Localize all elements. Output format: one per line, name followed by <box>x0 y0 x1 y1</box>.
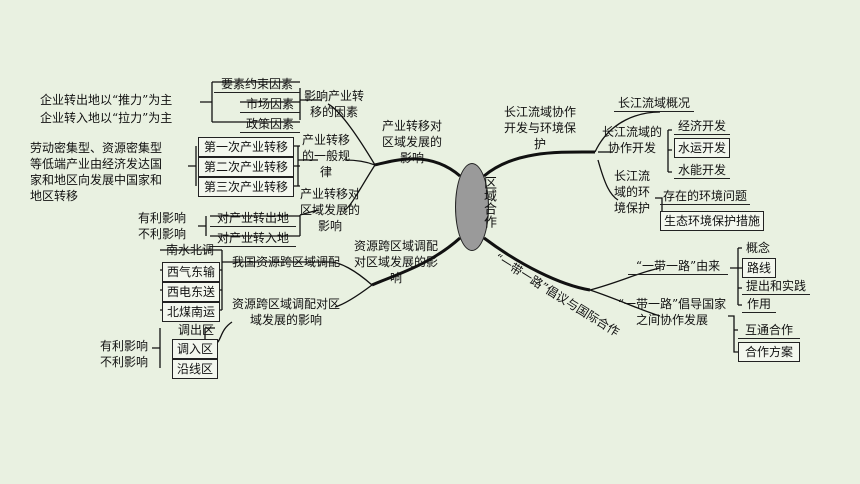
factor-note: 企业转出地以“推力”为主 <box>40 93 173 107</box>
coop-item: 经济开发 <box>674 118 730 135</box>
impact-item: 对产业转入地 <box>210 230 296 247</box>
factor-item: 市场因素 <box>240 96 300 113</box>
env-item: 生态环境保护措施 <box>660 211 764 231</box>
env-title: 长江流域的环境保护 <box>613 169 650 215</box>
law-item: 第一次产业转移 <box>198 137 294 157</box>
origin-item: 作用 <box>742 296 776 313</box>
origin-item: 概念 <box>746 241 771 255</box>
impact-note: 不利影响 <box>138 227 187 241</box>
domestic-item: 北煤南运 <box>162 302 220 322</box>
center-label: 区域合作 <box>481 176 496 228</box>
resource-impact-note: 有利影响 <box>100 339 149 353</box>
law-note: 地区转移 <box>30 189 79 203</box>
branch-resource: 资源跨区域调配对区域发展的影响 <box>354 239 439 285</box>
resource-impact-item: 沿线区 <box>172 359 218 379</box>
lead-item: 互通合作 <box>738 322 800 339</box>
coop-item: 水能开发 <box>674 162 730 179</box>
domestic-item: 西电东送 <box>162 282 220 302</box>
law-note: 劳动密集型、资源密集型 <box>30 141 163 155</box>
factors-title: 影响产业转移的因素 <box>304 89 365 119</box>
resource-impact-title: 资源跨区域调配对区域发展的影响 <box>232 297 341 327</box>
law-note: 家和地区向发展中国家和 <box>30 173 163 187</box>
law-note: 等低端产业由经济发达国 <box>30 157 163 171</box>
domestic-item: 南水北调 <box>166 243 215 257</box>
resource-impact-item: 调出区 <box>178 323 215 337</box>
domestic-item: 西气东输 <box>162 262 220 282</box>
env-item: 存在的环境问题 <box>660 188 750 205</box>
impact-title: 产业转移对区域发展的影响 <box>300 187 361 233</box>
impact-note: 有利影响 <box>138 211 187 225</box>
factor-note: 企业转入地以“拉力”为主 <box>40 111 173 125</box>
lead-title: “一带一路”倡导国家之间协作发展 <box>617 297 727 327</box>
domestic-title: 我国资源跨区域调配 <box>232 255 341 269</box>
resource-impact-item: 调入区 <box>172 339 218 359</box>
law-item: 第三次产业转移 <box>198 177 294 197</box>
coop-item: 水运开发 <box>674 138 730 158</box>
law-title: 产业转移的一般规律 <box>302 133 351 179</box>
branch-yangtze: 长江流域协作开发与环境保护 <box>504 105 577 151</box>
lead-item: 合作方案 <box>738 342 800 362</box>
factor-item: 政策因素 <box>240 116 300 133</box>
origin-item: 提出和实践 <box>742 278 810 295</box>
origin-item: 路线 <box>742 258 776 278</box>
origin-title: “一带一路”由来 <box>628 258 728 275</box>
law-item: 第二次产业转移 <box>198 157 294 177</box>
impact-item: 对产业转出地 <box>210 210 296 227</box>
center-node: 区域合作 <box>455 163 496 251</box>
coop-title: 长江流域的协作开发 <box>601 125 662 155</box>
resource-impact-note: 不利影响 <box>100 355 149 369</box>
factor-item: 要素约束因素 <box>214 76 300 93</box>
branch-industry-transfer: 产业转移对区域发展的影响 <box>382 119 443 165</box>
yangtze-overview: 长江流域概况 <box>614 95 694 112</box>
